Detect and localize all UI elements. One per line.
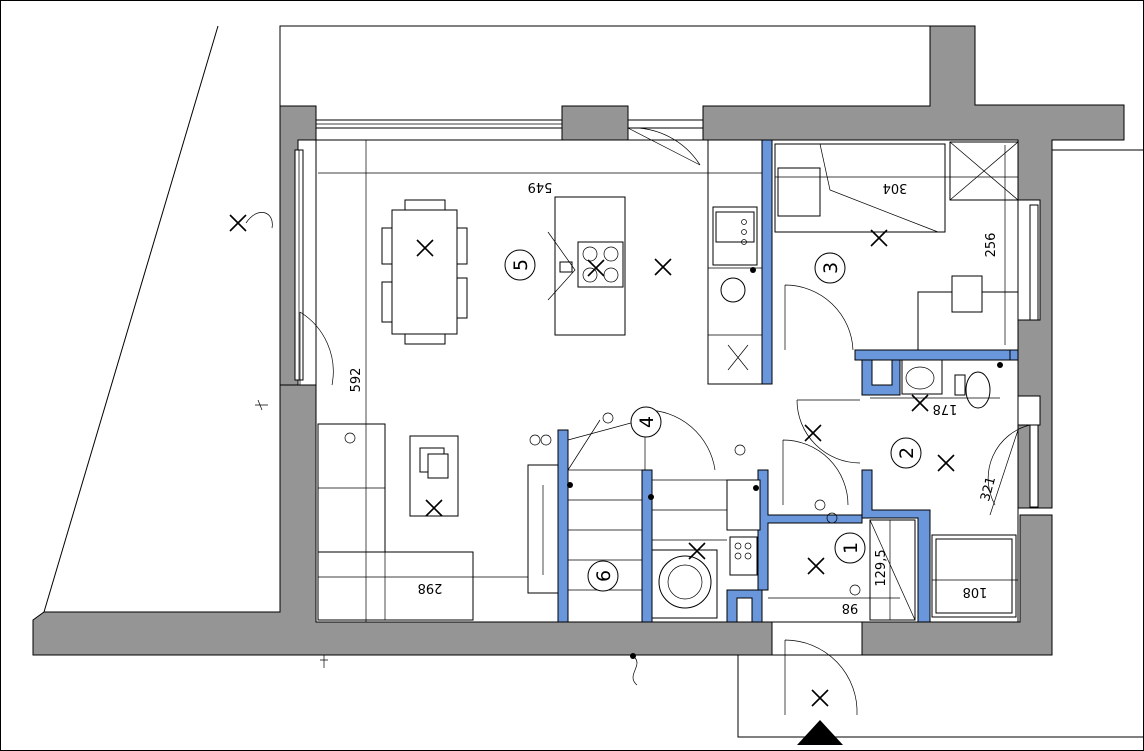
dim-108: 108 bbox=[963, 584, 988, 599]
dining-table bbox=[381, 199, 468, 345]
electrical-symbols bbox=[245, 212, 1003, 686]
bathroom-fixtures bbox=[869, 359, 1017, 621]
utility-appliances bbox=[651, 479, 761, 619]
ceiling-light-markers bbox=[229, 214, 955, 707]
entrance-arrow bbox=[797, 720, 843, 745]
outer-walls bbox=[32, 25, 1125, 656]
kitchen-counter bbox=[707, 139, 763, 385]
partition-kitchen-bedroom bbox=[761, 139, 773, 385]
partition-bath-top bbox=[854, 349, 1019, 361]
partition-bath-right bbox=[1009, 349, 1019, 361]
room-labels: 1 2 3 4 5 6 bbox=[504, 249, 922, 592]
room-number-5: 5 bbox=[510, 259, 532, 271]
window-right-mid bbox=[1029, 424, 1039, 508]
dim-298: 298 bbox=[418, 580, 443, 595]
dim-549: 549 bbox=[528, 179, 553, 194]
room-number-4: 4 bbox=[636, 416, 658, 428]
windows bbox=[294, 119, 1039, 508]
dimension-lines bbox=[318, 140, 1019, 622]
partition-bath-lower bbox=[861, 469, 931, 623]
room-number-6: 6 bbox=[593, 570, 615, 582]
dim-304: 304 bbox=[883, 180, 908, 195]
partition-hall-bottom bbox=[726, 589, 763, 623]
window-top-short bbox=[627, 119, 704, 129]
dim-256: 256 bbox=[984, 233, 999, 258]
outer-wall-top-mid bbox=[561, 105, 629, 141]
window-right-top bbox=[1029, 204, 1039, 321]
partition-bath-left bbox=[861, 359, 901, 396]
partition-walls bbox=[557, 139, 1019, 623]
room-number-1: 1 bbox=[840, 542, 862, 554]
dim-321: 321 bbox=[978, 475, 999, 503]
sofa bbox=[317, 423, 474, 621]
room-number-3: 3 bbox=[820, 262, 842, 274]
dimension-labels: 549 304 256 592 298 178 321 129,5 108 98 bbox=[349, 179, 999, 615]
partition-stair-mid bbox=[641, 469, 653, 623]
dim-98: 98 bbox=[842, 600, 859, 615]
dim-178: 178 bbox=[933, 401, 958, 416]
kitchen-island bbox=[547, 196, 626, 336]
partition-stair-left bbox=[557, 429, 569, 623]
doors bbox=[299, 127, 1031, 745]
dim-129-5: 129,5 bbox=[874, 549, 889, 586]
dim-592: 592 bbox=[349, 368, 364, 393]
entrance-door-frame bbox=[771, 621, 863, 656]
bedroom-furniture bbox=[774, 141, 1019, 351]
room-number-2: 2 bbox=[896, 447, 918, 459]
interior-floor bbox=[315, 139, 1019, 623]
